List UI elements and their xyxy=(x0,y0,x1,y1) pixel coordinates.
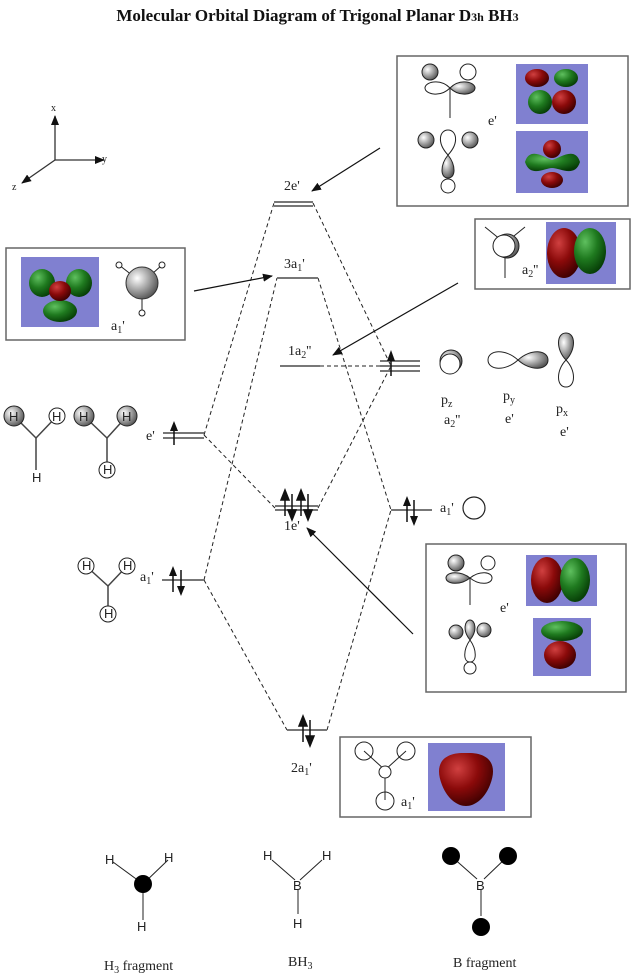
h3-a1-level: a1' xyxy=(140,566,204,596)
svg-text:B: B xyxy=(476,878,485,893)
svg-text:H: H xyxy=(122,409,131,424)
h3-a1-label: a1' xyxy=(140,570,154,587)
b-s-label: a1' xyxy=(440,501,454,518)
h3-e-level: e' xyxy=(146,421,204,445)
svg-text:H: H xyxy=(137,919,146,934)
caption-b-fragment: B fragment xyxy=(453,956,516,971)
svg-text:H: H xyxy=(82,558,91,573)
py-orbital-icon xyxy=(487,351,549,369)
svg-text:B: B xyxy=(293,878,302,893)
svg-text:H: H xyxy=(103,462,112,477)
px-orbital-icon xyxy=(558,332,574,388)
h3-e-salc-2: H H H xyxy=(73,405,138,479)
title-subscript: 3h xyxy=(471,10,484,24)
box-right-a2: a2'' xyxy=(474,218,631,290)
svg-text:H: H xyxy=(52,409,61,424)
box-top-right-e: e' xyxy=(396,55,629,207)
box-bottom-right-sym: e' xyxy=(500,601,509,616)
svg-text:H: H xyxy=(293,916,302,931)
b-p-level xyxy=(380,350,420,376)
mo-label-1e: 1e' xyxy=(284,519,300,534)
mo-level-1a2: 1a2'' xyxy=(280,344,320,367)
mo-level-2e: 2e' xyxy=(274,179,313,207)
mo-label-2a1: 2a1' xyxy=(291,761,312,778)
electron-pairs-1e xyxy=(279,487,314,523)
diagram-title: Molecular Orbital Diagram of Trigonal Pl… xyxy=(0,6,635,26)
py-label: py xyxy=(503,389,515,406)
box-bottom-a1: a1' xyxy=(339,736,532,818)
pz-label: pz xyxy=(441,393,453,410)
svg-text:H: H xyxy=(9,409,18,424)
box-left-a1: a1' xyxy=(5,247,186,341)
box-right-sym: a2'' xyxy=(522,263,538,280)
axis-z-label: z xyxy=(12,182,17,193)
coordinate-axes: x y z xyxy=(12,103,107,193)
mo-level-1e: 1e' xyxy=(275,487,318,534)
svg-text:H: H xyxy=(32,470,41,485)
h3-e-salc-1: H H H xyxy=(3,405,66,485)
px-label: px xyxy=(556,402,568,419)
structure-h3-fragment: H H H H3 fragment xyxy=(104,850,173,976)
h3-e-label: e' xyxy=(146,429,155,444)
box-top-right-sym: e' xyxy=(488,114,497,129)
b-s-level: a1' xyxy=(391,496,486,526)
pointer-arrows xyxy=(193,147,459,635)
svg-text:H: H xyxy=(105,852,114,867)
p-orbitals: pz a2'' py e' px e' xyxy=(439,332,574,440)
svg-text:H: H xyxy=(123,558,132,573)
axis-x-label: x xyxy=(51,103,56,114)
pz-sym-label: a2'' xyxy=(444,413,460,430)
mo-level-3a1: 3a1' xyxy=(277,257,318,279)
mo-label-2e: 2e' xyxy=(284,179,300,194)
s-orbital-icon xyxy=(462,496,486,520)
h3-a1-salc: H H H xyxy=(77,557,136,623)
svg-text:H: H xyxy=(263,848,272,863)
axis-y-label: y xyxy=(102,154,107,165)
svg-text:H: H xyxy=(79,409,88,424)
structure-b-fragment: B B fragment xyxy=(442,847,517,971)
caption-h3-fragment: H3 fragment xyxy=(104,959,173,976)
title-text: Molecular Orbital Diagram of Trigonal Pl… xyxy=(116,6,472,25)
box-bottom-sym: a1' xyxy=(401,795,415,812)
structure-bh3: H H B H BH3 xyxy=(263,848,331,972)
electron-pair-2a1 xyxy=(297,713,316,749)
py-sym-label: e' xyxy=(505,412,514,427)
px-sym-label: e' xyxy=(560,425,569,440)
box-bottom-right-e: e' xyxy=(425,543,627,693)
caption-bh3: BH3 xyxy=(288,955,312,972)
pz-orbital-icon xyxy=(439,349,463,375)
svg-text:H: H xyxy=(164,850,173,865)
svg-text:H: H xyxy=(322,848,331,863)
svg-text:H: H xyxy=(104,606,113,621)
mo-label-1a2: 1a2'' xyxy=(288,344,311,361)
mo-level-2a1: 2a1' xyxy=(287,713,327,778)
correlation-lines xyxy=(203,202,392,731)
box-left-sym: a1' xyxy=(111,319,125,336)
title-tail-subscript: 3 xyxy=(512,10,519,24)
title-tail: BH xyxy=(483,6,513,25)
mo-label-3a1: 3a1' xyxy=(284,257,305,274)
